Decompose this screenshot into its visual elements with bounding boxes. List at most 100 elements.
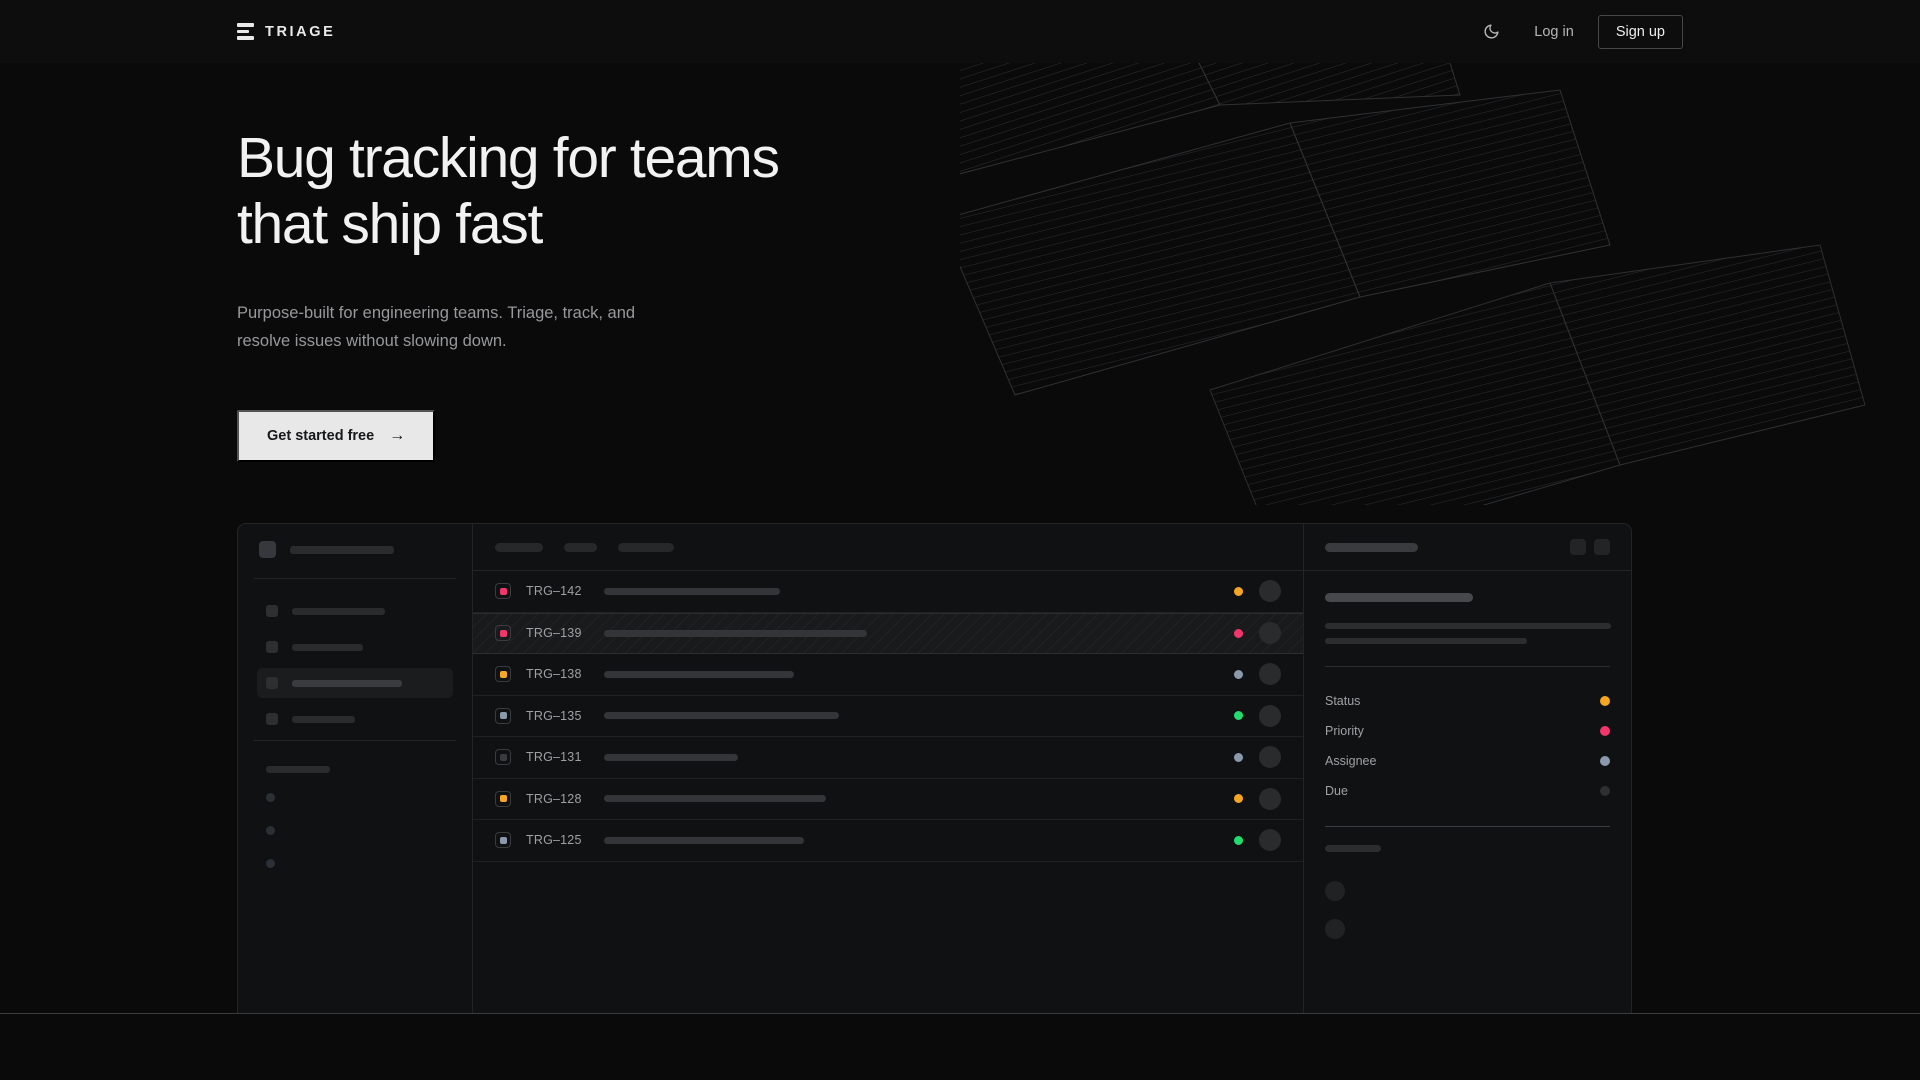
hero-subtitle-line2: resolve issues without slowing down.	[237, 332, 507, 351]
brand-name: TRIAGE	[265, 23, 336, 40]
toolbar-pill-0[interactable]	[495, 542, 543, 552]
issue-row[interactable]: TRG–131	[473, 737, 1303, 779]
issue-row-meta	[1234, 622, 1281, 645]
avatar[interactable]	[1259, 787, 1281, 810]
issue-row[interactable]: TRG–128	[473, 779, 1303, 820]
signup-button[interactable]: Sign up	[1597, 14, 1683, 49]
sidebar-item-label-skeleton	[292, 643, 363, 651]
issue-row[interactable]: TRG–142	[473, 571, 1303, 613]
detail-meta-priority[interactable]: Priority	[1325, 716, 1610, 746]
sidebar-subitem-0[interactable]	[257, 781, 453, 814]
status-dot	[1234, 586, 1243, 596]
square-icon[interactable]	[1570, 539, 1586, 555]
sidebar-subitem-icon	[266, 826, 275, 835]
mockup-bottom-rule	[0, 1013, 1920, 1014]
stacked-bars-logo-icon	[237, 23, 254, 40]
detail-activity-list	[1325, 872, 1610, 948]
issue-row[interactable]: TRG–125	[473, 820, 1303, 862]
mock-sidebar-nav	[257, 596, 453, 734]
meta-label: Status	[1325, 694, 1361, 708]
priority-badge-icon	[495, 832, 511, 849]
sidebar-divider-bottom	[254, 740, 456, 741]
status-dot	[1234, 835, 1243, 845]
hero-section: Bug tracking for teams that ship fast Pu…	[0, 63, 1920, 462]
sidebar-subitem-2[interactable]	[257, 847, 453, 880]
priority-badge-icon	[495, 666, 511, 683]
issue-row-meta	[1234, 580, 1281, 603]
get-started-button[interactable]: Get started free →	[237, 409, 436, 462]
detail-meta-status[interactable]: Status	[1325, 686, 1610, 716]
issue-row-meta	[1234, 829, 1281, 852]
sidebar-item-1[interactable]	[257, 632, 453, 662]
status-dot	[1234, 711, 1243, 721]
detail-meta-assignee[interactable]: Assignee	[1325, 746, 1610, 776]
detail-divider	[1325, 666, 1610, 667]
hero-title-line2: that ship fast	[237, 191, 543, 256]
issue-id: TRG–135	[526, 708, 582, 723]
sidebar-item-label-skeleton	[292, 715, 355, 723]
section-label-skeleton	[266, 766, 330, 773]
mock-list-toolbar	[473, 524, 1303, 571]
sidebar-divider-top	[254, 578, 456, 579]
activity-label-skeleton	[1325, 845, 1381, 852]
meta-value-dot	[1600, 696, 1610, 706]
hero-title-line1: Bug tracking for teams	[237, 126, 780, 190]
avatar[interactable]	[1259, 704, 1281, 727]
moon-icon[interactable]	[1474, 15, 1508, 49]
issue-id: TRG–131	[526, 750, 582, 765]
toolbar-pill-2[interactable]	[618, 542, 674, 552]
priority-badge-icon	[495, 707, 511, 724]
meta-label: Due	[1325, 784, 1348, 798]
status-dot	[1234, 794, 1243, 804]
issue-title-skeleton	[604, 587, 780, 595]
detail-description-skeletons	[1325, 623, 1611, 644]
mock-sidebar-subitems	[257, 781, 453, 880]
priority-badge-icon	[495, 790, 511, 807]
issue-row[interactable]: TRG–135	[473, 696, 1303, 737]
mock-workspace-switcher[interactable]	[257, 541, 453, 558]
detail-title-skeleton	[1325, 593, 1473, 602]
issue-title-skeleton	[604, 629, 867, 637]
issue-row-meta	[1234, 746, 1281, 769]
square-icon[interactable]	[1594, 539, 1610, 555]
sidebar-item-icon	[266, 713, 278, 725]
issue-title-skeleton	[604, 670, 794, 678]
detail-description-line-1	[1325, 638, 1527, 644]
activity-row-1	[1325, 910, 1610, 948]
issue-row[interactable]: TRG–138	[473, 654, 1303, 696]
sidebar-item-2[interactable]	[257, 668, 453, 698]
meta-value-dot	[1600, 756, 1610, 766]
detail-meta-due[interactable]: Due	[1325, 776, 1610, 806]
hero-title: Bug tracking for teams that ship fast	[237, 63, 1683, 257]
avatar[interactable]	[1259, 829, 1281, 852]
detail-panel-header	[1304, 524, 1631, 571]
avatar[interactable]	[1259, 622, 1281, 645]
sidebar-item-3[interactable]	[257, 704, 453, 734]
login-link[interactable]: Log in	[1534, 23, 1574, 40]
activity-row-0	[1325, 872, 1610, 910]
avatar[interactable]	[1259, 580, 1281, 603]
status-dot	[1234, 752, 1243, 762]
toolbar-pill-1[interactable]	[564, 542, 597, 552]
sidebar-subitem-icon	[266, 859, 275, 868]
issue-row[interactable]: TRG–139	[473, 612, 1303, 654]
priority-badge-icon	[495, 749, 511, 766]
avatar[interactable]	[1259, 746, 1281, 769]
meta-label: Assignee	[1325, 754, 1377, 768]
detail-header-skeleton	[1325, 542, 1418, 552]
brand-logo[interactable]: TRIAGE	[237, 23, 335, 40]
sidebar-subitem-1[interactable]	[257, 814, 453, 847]
avatar	[1325, 881, 1345, 901]
issue-id: TRG–142	[526, 584, 582, 599]
avatar[interactable]	[1259, 663, 1281, 686]
detail-divider-activity	[1325, 826, 1610, 827]
issue-id: TRG–128	[526, 791, 582, 806]
issue-title-skeleton	[604, 712, 839, 720]
sidebar-item-0[interactable]	[257, 596, 453, 626]
status-dot	[1234, 628, 1243, 638]
